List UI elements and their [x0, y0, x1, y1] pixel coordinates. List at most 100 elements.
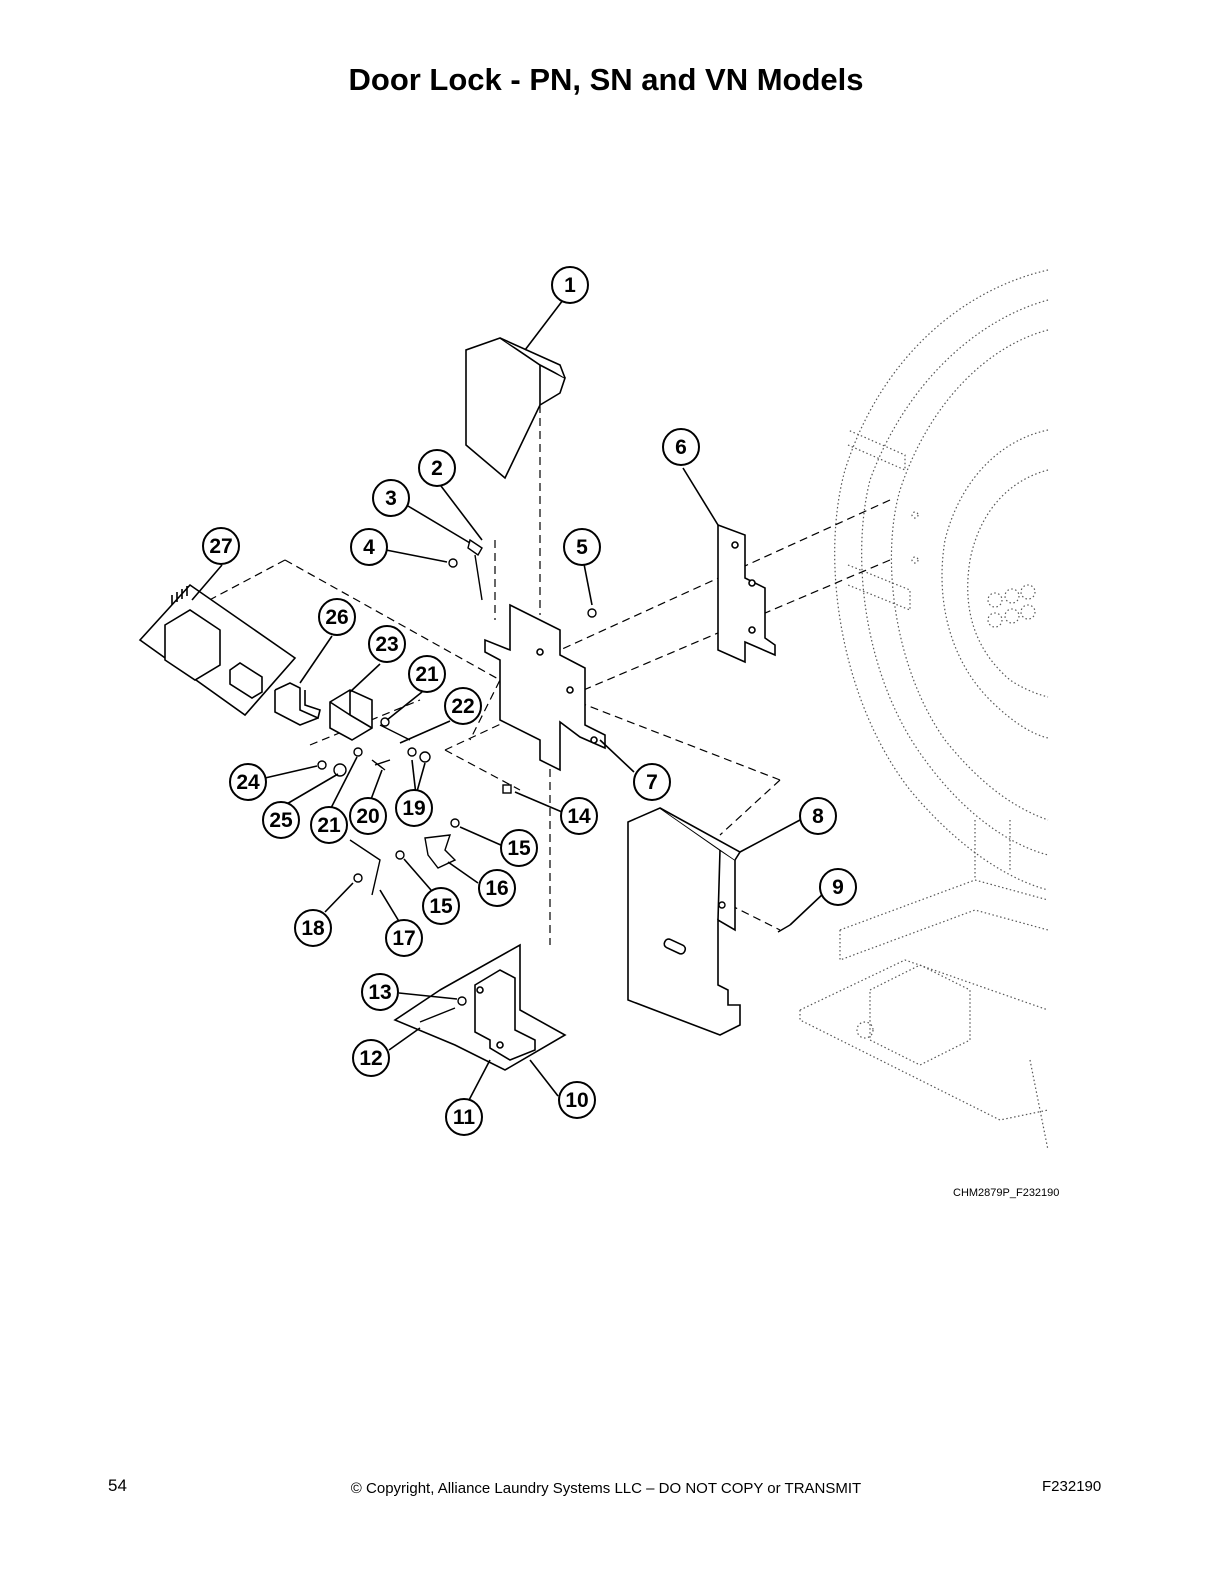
part-bracket-26	[274, 682, 321, 726]
callout-3: 3	[372, 479, 410, 517]
callout-circle	[294, 909, 332, 947]
callout-circle	[558, 1081, 596, 1119]
callout-circle	[799, 797, 837, 835]
part-cover-top	[465, 337, 566, 480]
callout-circle	[318, 598, 356, 636]
callout-circle	[352, 1039, 390, 1077]
callout-21: 21	[310, 806, 348, 844]
callout-number: 27	[209, 535, 232, 558]
callout-12: 12	[352, 1039, 390, 1077]
callout-number: 18	[301, 917, 325, 940]
callout-19: 19	[395, 789, 433, 827]
callout-17: 17	[385, 919, 423, 957]
callout-circle	[395, 789, 433, 827]
part-cover-8	[627, 807, 742, 1036]
callout-number: 23	[375, 633, 398, 656]
callout-4: 4	[350, 528, 388, 566]
callout-number: 17	[392, 927, 415, 950]
callout-number: 15	[429, 895, 453, 918]
leader-lines	[191, 299, 826, 1103]
callout-number: 8	[812, 805, 824, 828]
callout-number: 2	[431, 457, 443, 480]
callout-circle	[310, 806, 348, 844]
callout-circle	[478, 869, 516, 907]
callout-7: 7	[633, 763, 671, 801]
callout-circle	[372, 479, 410, 517]
callout-number: 24	[236, 771, 260, 794]
callout-number: 26	[325, 606, 348, 629]
callout-circle	[385, 919, 423, 957]
document-code: F232190	[1042, 1478, 1102, 1495]
callout-circle	[349, 797, 387, 835]
callout-15: 15	[500, 829, 538, 867]
callout-number: 21	[415, 663, 439, 686]
page-number: 54	[108, 1476, 127, 1495]
part-solenoid	[138, 583, 297, 717]
callout-1: 1	[551, 266, 589, 304]
callout-8: 8	[799, 797, 837, 835]
callout-circle	[202, 527, 240, 565]
callout-circle	[350, 528, 388, 566]
callout-circle	[633, 763, 671, 801]
callout-circle	[444, 687, 482, 725]
callout-9: 9	[819, 868, 857, 906]
callout-number: 9	[832, 876, 844, 899]
callout-2: 2	[418, 449, 456, 487]
callout-circle	[408, 655, 446, 693]
callout-27: 27	[202, 527, 240, 565]
callout-circle	[662, 428, 700, 466]
part-bracket-6	[717, 523, 776, 664]
callout-number: 22	[451, 695, 474, 718]
callout-number: 5	[576, 536, 588, 559]
callout-number: 6	[675, 436, 687, 459]
callout-circle	[229, 763, 267, 801]
callout-number: 10	[565, 1089, 588, 1112]
callout-circle	[500, 829, 538, 867]
callout-circle	[418, 449, 456, 487]
callout-6: 6	[662, 428, 700, 466]
callout-21: 21	[408, 655, 446, 693]
callout-14: 14	[560, 797, 598, 835]
callout-20: 20	[349, 797, 387, 835]
small-hardware	[317, 538, 791, 1023]
callout-26: 26	[318, 598, 356, 636]
callout-15: 15	[422, 887, 460, 925]
callout-number: 13	[368, 981, 391, 1004]
callout-25: 25	[262, 801, 300, 839]
callout-circle	[445, 1098, 483, 1136]
callout-5: 5	[563, 528, 601, 566]
callout-number: 15	[507, 837, 531, 860]
part-latch-bracket	[393, 943, 567, 1071]
callout-number: 7	[646, 771, 658, 794]
callout-11: 11	[445, 1098, 483, 1136]
copyright-notice: © Copyright, Alliance Laundry Systems LL…	[350, 1480, 862, 1497]
part-bracket-7	[484, 603, 606, 772]
callout-18: 18	[294, 909, 332, 947]
figure-code: CHM2879P_F232190	[953, 1187, 1060, 1199]
callout-22: 22	[444, 687, 482, 725]
callout-number: 16	[485, 877, 508, 900]
callout-number: 12	[359, 1047, 382, 1070]
callout-number: 21	[317, 814, 341, 837]
callout-number: 3	[385, 487, 397, 510]
machine-outline	[799, 269, 1049, 1151]
callout-circle	[819, 868, 857, 906]
callout-number: 20	[356, 805, 379, 828]
callout-13: 13	[361, 973, 399, 1011]
callout-circle	[368, 625, 406, 663]
callout-circle	[361, 973, 399, 1011]
callout-circle	[422, 887, 460, 925]
callout-circle	[262, 801, 300, 839]
callout-number: 1	[564, 274, 576, 297]
callout-circle	[563, 528, 601, 566]
callout-number: 4	[363, 536, 375, 559]
callout-number: 14	[567, 805, 591, 828]
callout-circle	[560, 797, 598, 835]
callout-16: 16	[478, 869, 516, 907]
callout-24: 24	[229, 763, 267, 801]
callout-10: 10	[558, 1081, 596, 1119]
callout-23: 23	[368, 625, 406, 663]
part-switch-23	[329, 689, 373, 741]
